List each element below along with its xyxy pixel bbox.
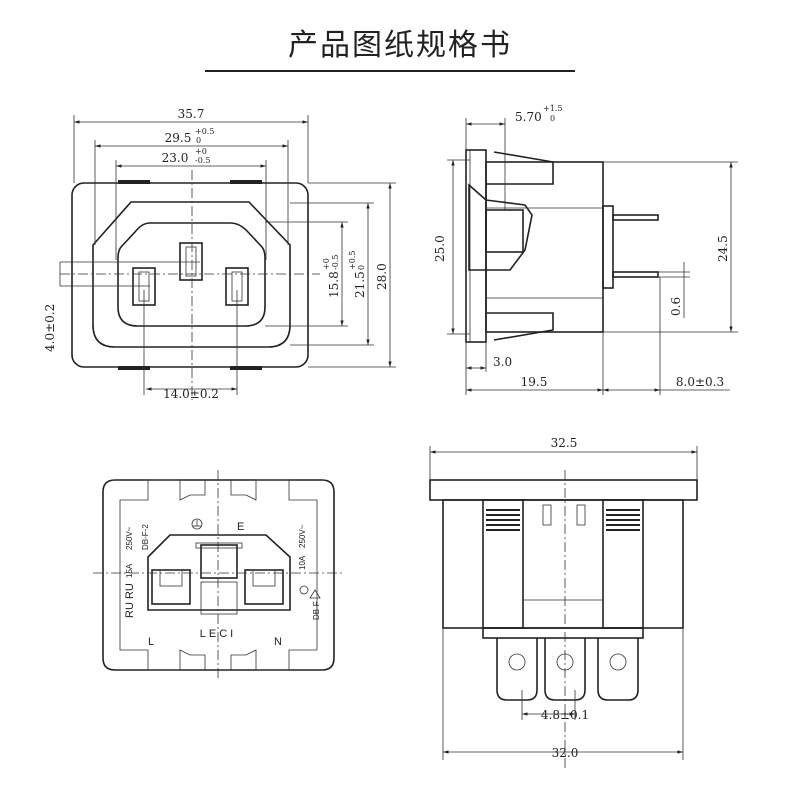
dim-height-overall: 28.0 (375, 263, 389, 290)
dim-flange-width: 32.5 (551, 436, 578, 450)
right-rating-voltage: 250V~ (298, 524, 307, 548)
dim-flange-height: 25.0 (433, 235, 447, 262)
tol-upper: +0.5 (348, 251, 357, 270)
ccc-mark-icon (299, 585, 309, 595)
terminal-tab-left (496, 638, 538, 701)
tol-upper: +1.5 (543, 104, 562, 113)
dim-pin-thickness: 0.6 (669, 297, 683, 316)
brand-label: LECI (200, 628, 236, 640)
tol-lower: -0.5 (195, 156, 210, 165)
dim-pin-offset: 4.0±0.2 (43, 304, 57, 352)
tol-lower: -0.5 (331, 255, 340, 270)
body (442, 499, 684, 629)
left-model: DB-F-2 (141, 524, 150, 550)
tol-upper: +0 (322, 258, 331, 270)
bottom-view-dimensions: 32.5 4.8±0.1 32.0 (541, 436, 589, 760)
dim-pin-spacing: 14.0±0.2 (163, 387, 219, 401)
pin-top (612, 214, 659, 221)
pin-bottom (612, 271, 659, 278)
dim-pin-length: 8.0±0.3 (676, 375, 724, 389)
dim-width-overall: 35.7 (178, 107, 205, 121)
dim-panel-range: 5.70 (515, 110, 542, 124)
tol-upper: +0.5 (195, 127, 214, 136)
tol-lower: 0 (357, 265, 366, 270)
ul-mark: RU RU (124, 583, 136, 618)
dim-body-depth: 19.5 (521, 375, 548, 389)
front-view-dimensions: 35.7 29.5 +0.5 0 23.0 +0 -0.5 15.8 +0 -0… (43, 107, 389, 401)
title-underline (205, 70, 575, 72)
dim-width-outer: 29.5 (165, 131, 192, 145)
side-view-dimensions: 5.70 +1.5 0 25.0 24.5 0.6 3.0 19.5 8.0±0… (433, 104, 730, 389)
tol-upper: +0 (195, 147, 207, 156)
flange (429, 479, 698, 501)
page-title: 产品图纸规格书 (288, 28, 512, 63)
left-rating-voltage: 250V~ (125, 526, 134, 550)
rear-view-labels: E L N LECI 15A 250V~ DB-F-2 RU RU 10A 25… (124, 521, 321, 648)
side-view (447, 118, 738, 395)
label-earth: E (237, 521, 244, 533)
line-terminal (151, 569, 191, 605)
earth-symbol-icon (191, 518, 203, 530)
right-rating-current: 10A (298, 555, 307, 570)
dim-height-inner: 15.8 (327, 271, 341, 298)
rear-view (93, 470, 345, 680)
label-neutral: N (274, 636, 282, 648)
earth-terminal (200, 544, 238, 579)
left-rating-current: 15A (125, 563, 134, 578)
dim-width-inner: 23.0 (162, 151, 189, 165)
warning-triangle-icon (309, 589, 321, 599)
dim-body-height: 24.5 (716, 235, 730, 262)
tol-lower: 0 (196, 136, 201, 145)
dim-height-outer: 21.5 (353, 271, 367, 298)
body (485, 161, 604, 333)
label-line: L (148, 636, 154, 648)
tol-lower: 0 (550, 114, 555, 123)
dim-terminal-pitch: 4.8±0.1 (541, 708, 589, 722)
terminal-tab-right (597, 638, 639, 701)
earth-pin-slot (179, 242, 203, 281)
right-model: DB-F (312, 601, 321, 620)
front-view (59, 115, 396, 400)
bottom-view (429, 446, 698, 770)
dim-flange-thickness: 3.0 (493, 355, 512, 369)
dim-body-width: 32.0 (552, 746, 579, 760)
neutral-terminal (244, 569, 284, 605)
